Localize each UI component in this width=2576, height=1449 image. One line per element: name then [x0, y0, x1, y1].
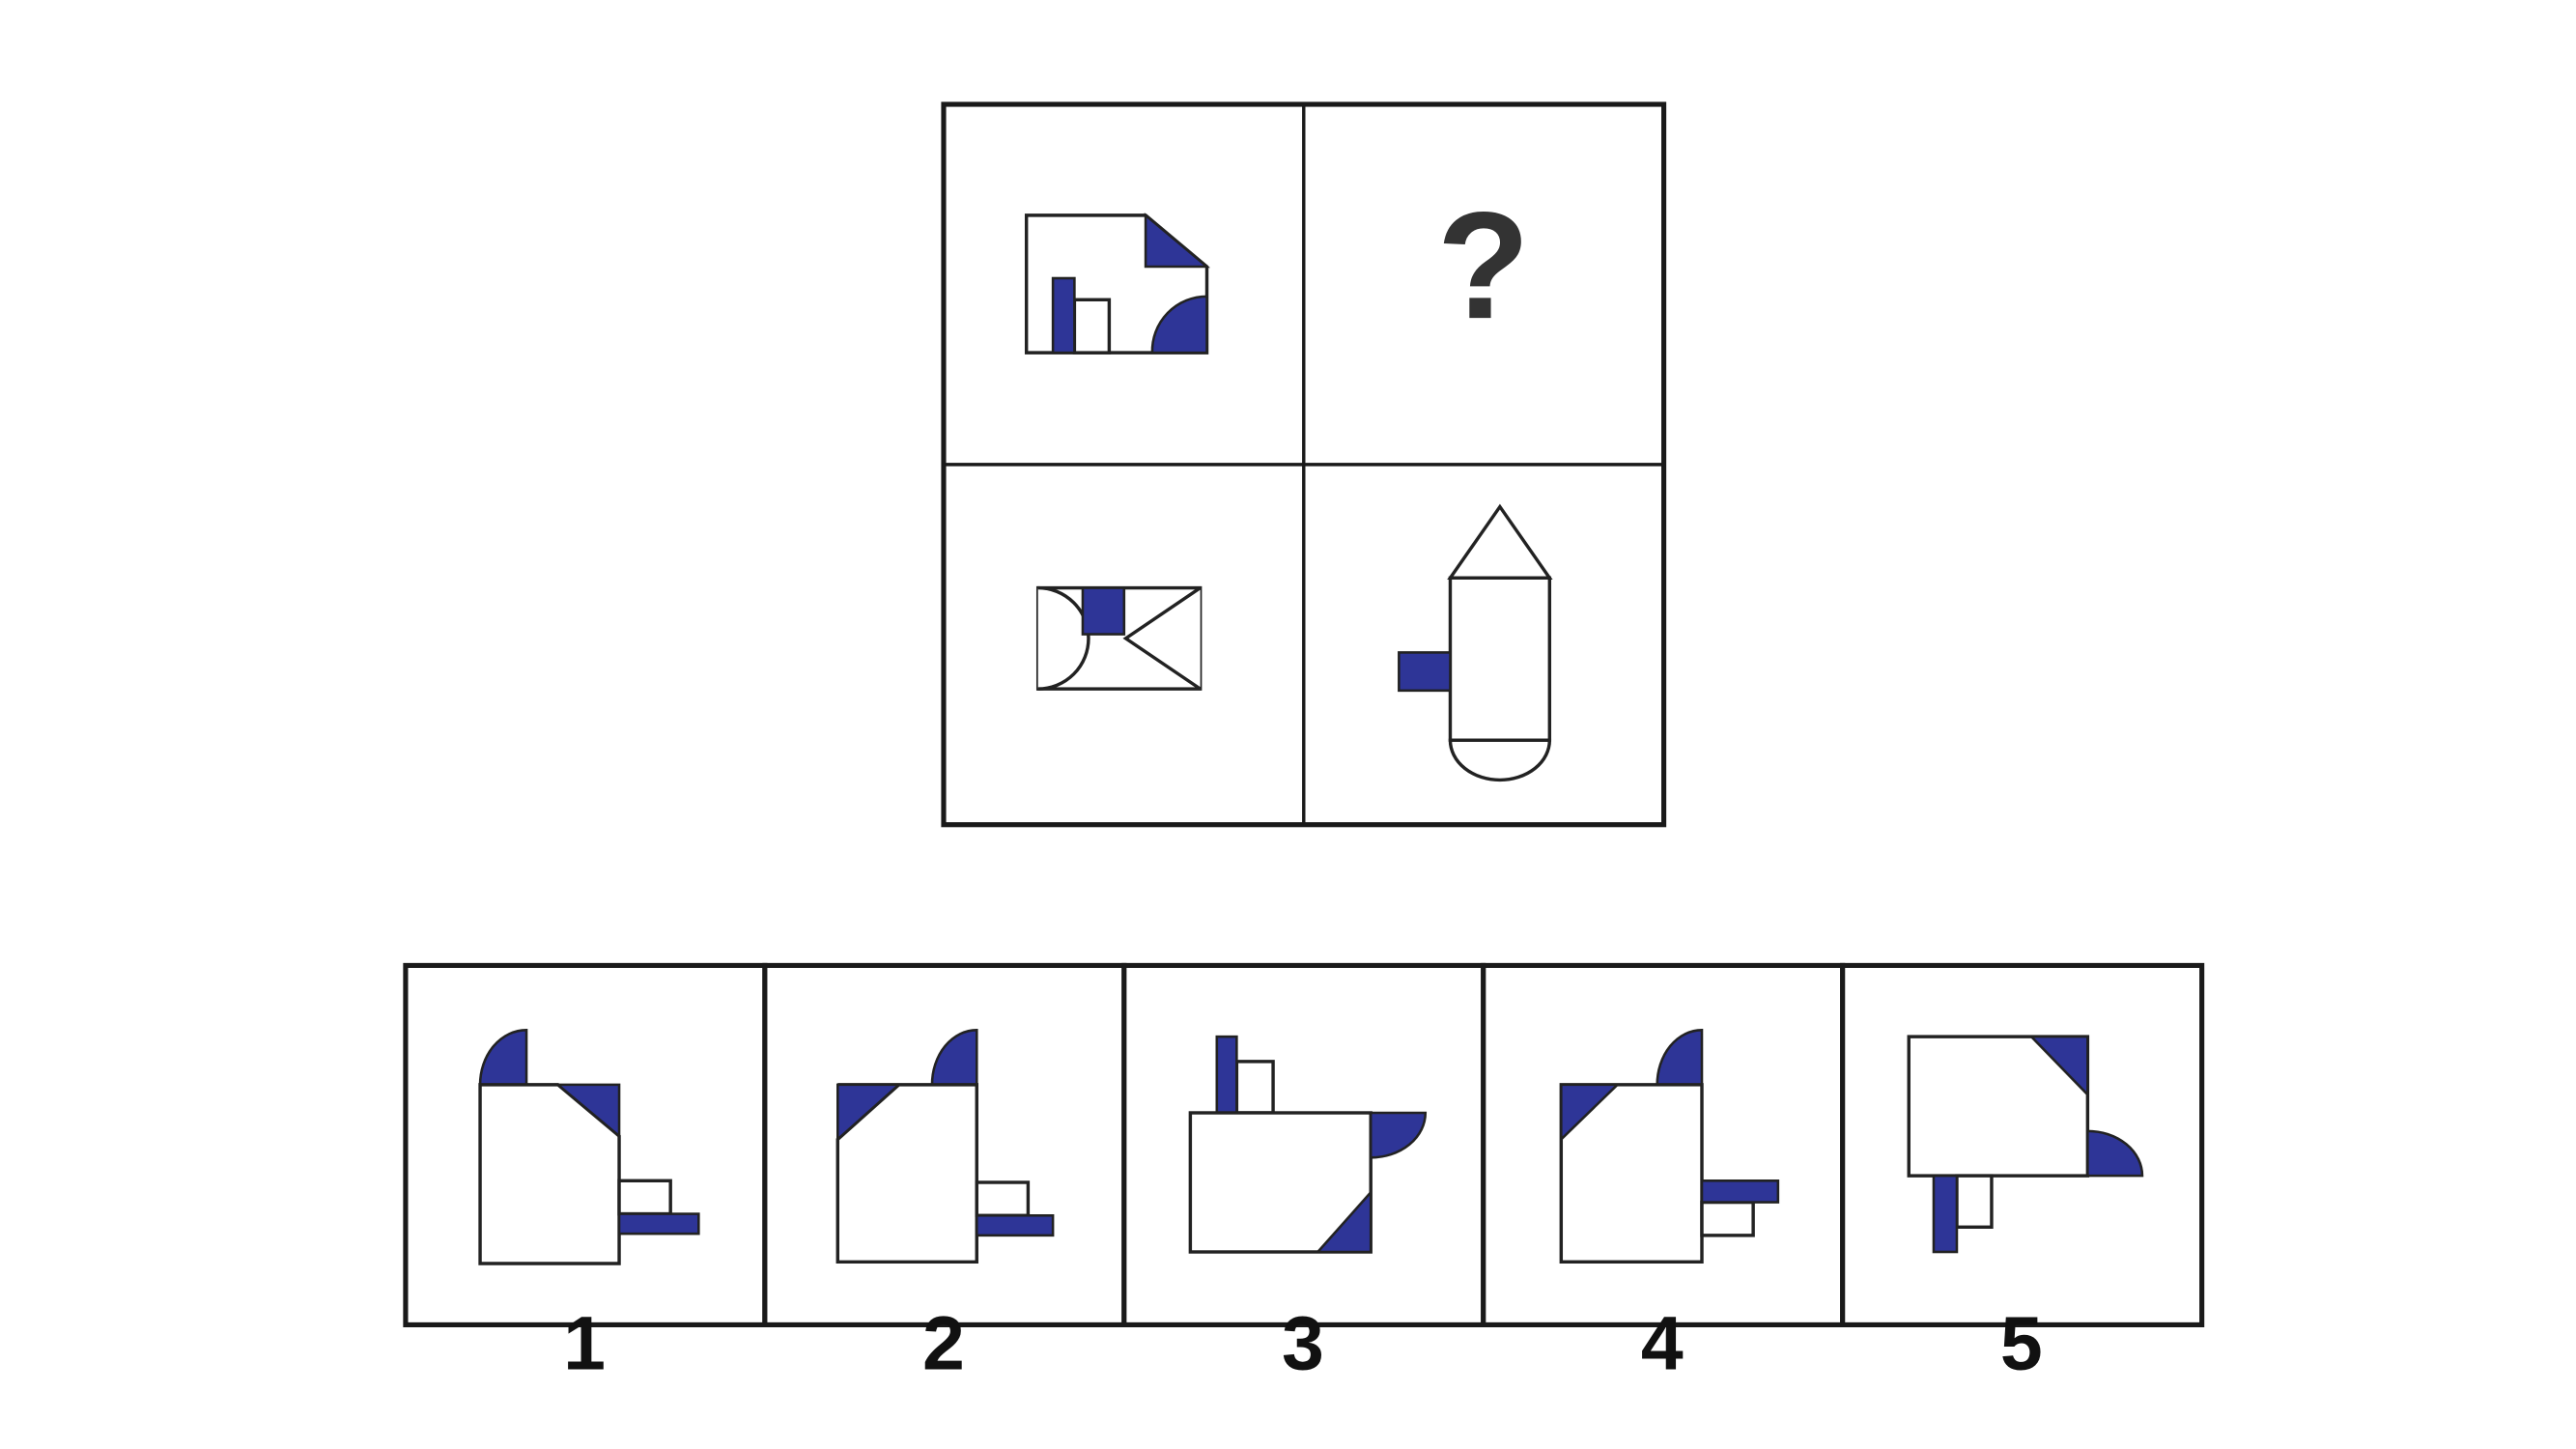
- vertical-bar-shape: [1932, 1174, 1959, 1254]
- small-rect-shape: [975, 1180, 1031, 1217]
- matrix-cell-top-left: [1024, 213, 1211, 355]
- quarter-circle-shape: [2086, 1129, 2144, 1178]
- rocket-body-shape: [1448, 576, 1552, 742]
- question-mark: ?: [1437, 181, 1530, 351]
- answer-options: 1 2 3 4 5: [403, 962, 2205, 1386]
- corner-triangle-shape: [836, 1083, 903, 1143]
- puzzle-matrix: ?: [941, 101, 1667, 828]
- quarter-circle-shape: [1150, 295, 1208, 355]
- option-5-label: 5: [2000, 1301, 2043, 1386]
- horizontal-bar-shape: [975, 1213, 1055, 1237]
- option-1-label: 1: [563, 1301, 606, 1386]
- corner-triangle-shape: [1315, 1188, 1373, 1254]
- corner-triangle-shape: [1560, 1083, 1621, 1143]
- small-rect-shape: [1955, 1174, 1994, 1229]
- small-rect-shape: [1234, 1060, 1275, 1115]
- option-3-label: 3: [1282, 1301, 1324, 1386]
- rocket-base-shape: [1448, 738, 1552, 782]
- small-rect-shape: [1700, 1200, 1755, 1237]
- filled-square-shape: [1081, 586, 1126, 636]
- main-body-shape: [1907, 1035, 2090, 1178]
- option-4[interactable]: [1481, 962, 1846, 1327]
- option-1[interactable]: [403, 962, 768, 1327]
- matrix-cell-top-right: ?: [1437, 181, 1530, 351]
- vertical-bar-shape: [1215, 1035, 1238, 1115]
- small-square-shape: [1072, 298, 1112, 355]
- horizontal-bar-shape: [1700, 1179, 1780, 1204]
- half-circle-arc-shape: [1037, 585, 1090, 691]
- vertical-bar-shape: [1051, 276, 1076, 355]
- corner-triangle-shape: [2028, 1035, 2089, 1098]
- option-4-label: 4: [1641, 1301, 1684, 1386]
- quarter-circle-shape: [1369, 1111, 1428, 1159]
- option-2-label: 2: [922, 1301, 965, 1386]
- envelope-flap-shape: [1122, 586, 1202, 691]
- horizontal-bar-shape: [617, 1212, 700, 1236]
- matrix-cell-bottom-right: [1398, 503, 1553, 782]
- small-rect-shape: [617, 1179, 672, 1216]
- option-2[interactable]: [762, 962, 1127, 1327]
- corner-triangle-shape: [554, 1083, 621, 1139]
- option-5[interactable]: [1840, 962, 2205, 1327]
- option-3[interactable]: [1121, 962, 1486, 1327]
- matrix-cell-bottom-left: [1035, 585, 1203, 691]
- corner-triangle-shape: [1144, 213, 1211, 269]
- side-bar-shape: [1398, 651, 1452, 693]
